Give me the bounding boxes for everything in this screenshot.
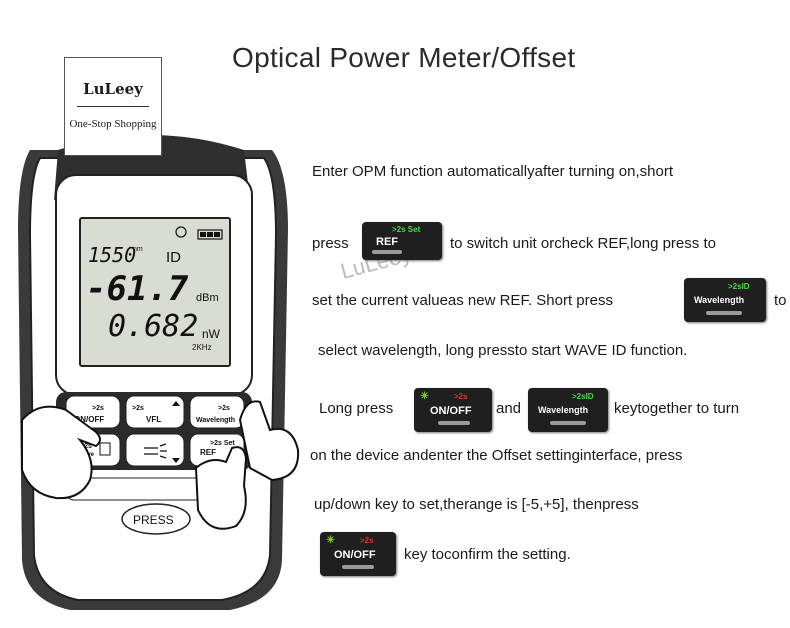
instruction-line-5c: keytogether to turn xyxy=(614,400,740,417)
svg-text:nW: nW xyxy=(202,327,221,341)
svg-text:Wavelength: Wavelength xyxy=(196,417,235,424)
svg-text:dBm: dBm xyxy=(196,292,219,304)
instruction-line-5a: Long press xyxy=(319,400,394,417)
power-meter-device: 1550 nm ID -61.7 dBm 0.682 nW 2KHz >2s O… xyxy=(18,135,300,610)
instruction-line-7: up/down key to set,therange is [-5,+5], … xyxy=(314,496,639,513)
wavelength-key: >2sID Wavelength xyxy=(684,278,766,322)
svg-text:>2s: >2s xyxy=(92,405,104,412)
onoff-key-2: ☀ >2s ON/OFF xyxy=(320,532,396,576)
brand-logo: LuLeey One-Stop Shopping xyxy=(64,57,162,156)
svg-text:>2s: >2s xyxy=(132,405,144,412)
svg-text:nm: nm xyxy=(133,246,143,253)
instruction-line-5b: and xyxy=(496,400,522,417)
instruction-line-2b: to switch unit orcheck REF,long press to xyxy=(450,235,716,252)
svg-text:REF: REF xyxy=(200,448,216,457)
instruction-line-1: Enter OPM function automaticallyafter tu… xyxy=(312,163,674,180)
instruction-line-3b: to xyxy=(774,292,787,309)
svg-text:>2s Set: >2s Set xyxy=(210,440,235,447)
instruction-line-3a: set the current valueas new REF. Short p… xyxy=(312,292,613,309)
lcd-power-nw: 0.682 xyxy=(108,309,198,344)
sun-icon: ☀ xyxy=(326,535,335,546)
svg-text:>2s: >2s xyxy=(218,405,230,412)
lcd-power-dbm: -61.7 xyxy=(86,269,189,309)
page-title: Optical Power Meter/Offset xyxy=(232,42,576,73)
svg-text:ID: ID xyxy=(166,249,181,266)
ref-key: >2s Set REF xyxy=(362,222,442,260)
onoff-key: ☀ >2s ON/OFF xyxy=(414,388,492,432)
timer-icon xyxy=(175,226,187,238)
brand-divider xyxy=(77,106,149,107)
svg-text:>2s: >2s xyxy=(80,443,92,450)
press-button-label: PRESS xyxy=(133,513,174,527)
sun-icon: ☀ xyxy=(420,391,429,402)
instruction-line-4: select wavelength, long pressto start WA… xyxy=(318,342,688,359)
svg-text:ON/OFF: ON/OFF xyxy=(74,415,104,424)
instruction-line-2a: press xyxy=(312,235,349,252)
svg-text:VFL: VFL xyxy=(146,415,161,424)
instruction-line-6: on the device andenter the Offset settin… xyxy=(310,447,683,464)
lcd-wavelength: 1550 xyxy=(88,243,136,267)
brand-name: LuLeey xyxy=(83,80,143,98)
svg-text:2KHz: 2KHz xyxy=(192,343,212,352)
wavelength-key-2: >2sID Wavelength xyxy=(528,388,608,432)
instruction-line-8: key toconfirm the setting. xyxy=(404,546,571,563)
brand-tagline: One-Stop Shopping xyxy=(69,118,157,130)
